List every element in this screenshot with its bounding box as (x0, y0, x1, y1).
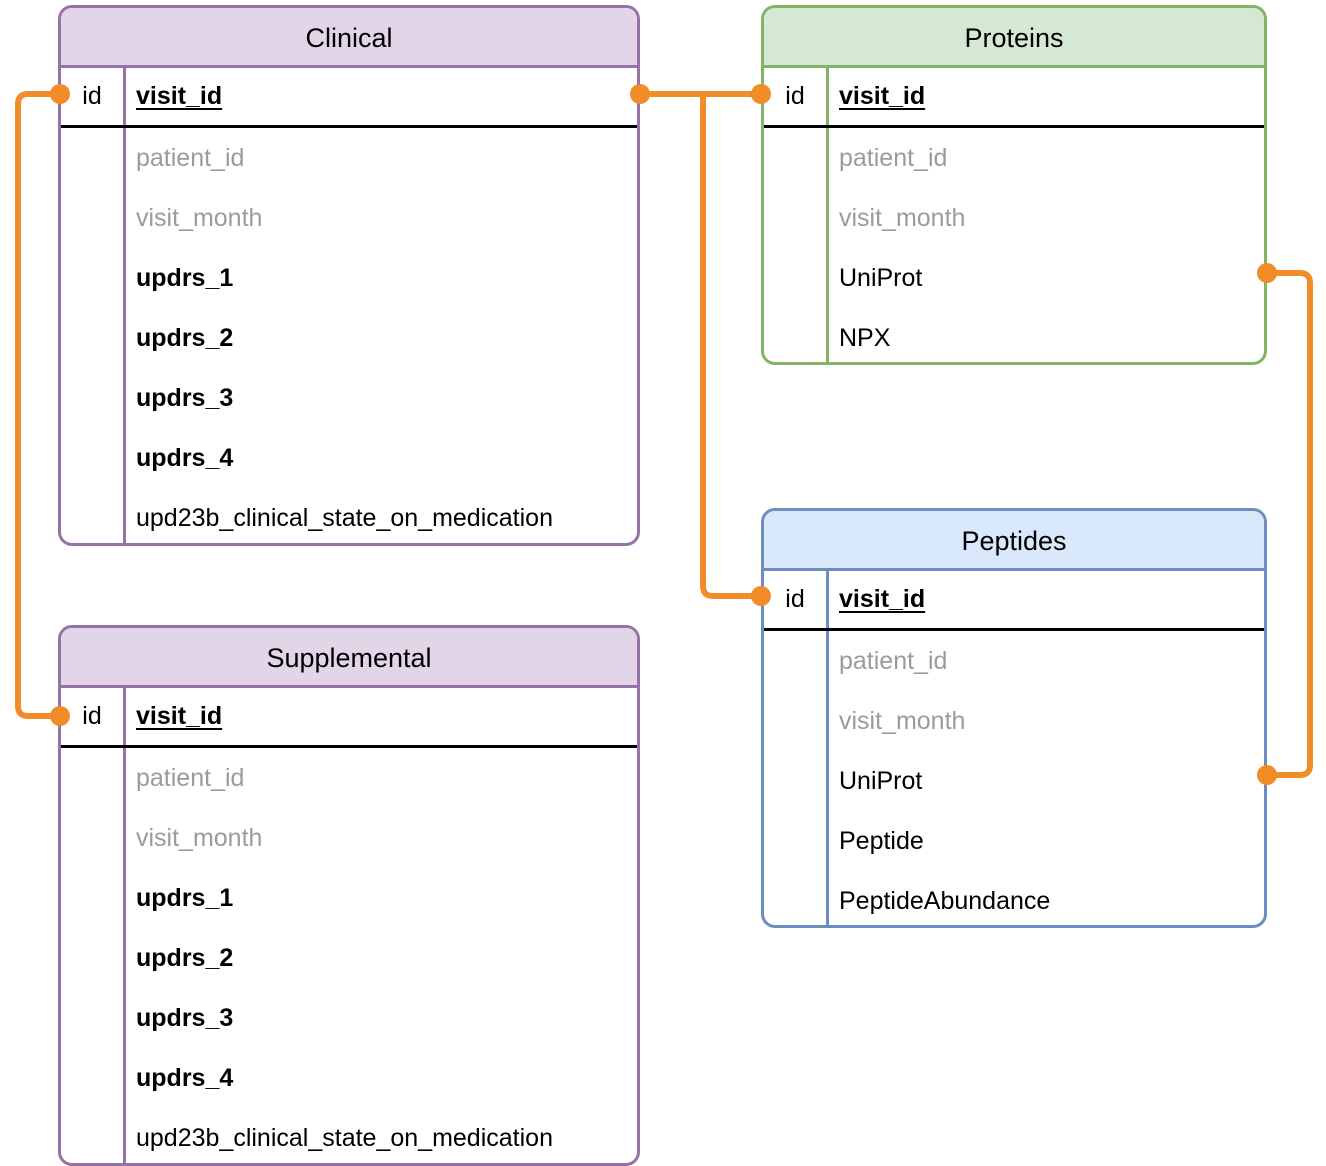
field-label: updrs_2 (136, 943, 234, 972)
entity-title-proteins: Proteins (764, 8, 1264, 68)
id-column-cell: id (785, 585, 805, 613)
field-label: patient_id (839, 646, 948, 675)
field-row-upd23b[interactable]: upd23b_clinical_state_on_medication (61, 1108, 637, 1163)
entity-title-clinical: Clinical (61, 8, 637, 68)
field-label: patient_id (136, 763, 245, 792)
entity-title-supplemental: Supplemental (61, 628, 637, 688)
field-list-clinical: id visit_id patient_id visit_month updrs… (61, 68, 637, 543)
entity-peptides[interactable]: Peptides id visit_id patient_id visit_mo… (761, 508, 1267, 928)
field-label: updrs_3 (136, 1003, 234, 1032)
field-row-updrs-2[interactable]: updrs_2 (61, 928, 637, 988)
field-row-visit-id[interactable]: id visit_id (764, 68, 1264, 128)
field-label: visit_month (136, 203, 263, 232)
field-row-updrs-4[interactable]: updrs_4 (61, 1048, 637, 1108)
field-row-visit-month[interactable]: visit_month (764, 188, 1264, 248)
field-label: updrs_4 (136, 443, 234, 472)
entity-supplemental[interactable]: Supplemental id visit_id patient_id visi… (58, 625, 640, 1166)
field-row-updrs-4[interactable]: updrs_4 (61, 428, 637, 488)
field-label: UniProt (839, 263, 923, 292)
field-row-upd23b[interactable]: upd23b_clinical_state_on_medication (61, 488, 637, 543)
field-row-visit-month[interactable]: visit_month (764, 691, 1264, 751)
field-label: visit_id (839, 585, 926, 613)
field-label: upd23b_clinical_state_on_medication (136, 1123, 553, 1152)
field-row-updrs-1[interactable]: updrs_1 (61, 248, 637, 308)
field-label: updrs_3 (136, 383, 234, 412)
field-row-visit-id[interactable]: id visit_id (764, 571, 1264, 631)
entity-proteins[interactable]: Proteins id visit_id patient_id visit_mo… (761, 5, 1267, 365)
field-row-patient-id[interactable]: patient_id (764, 128, 1264, 188)
field-list-peptides: id visit_id patient_id visit_month UniPr… (764, 571, 1264, 925)
field-label: NPX (839, 323, 891, 352)
field-label: visit_month (839, 203, 966, 232)
field-label: updrs_2 (136, 323, 234, 352)
entity-clinical[interactable]: Clinical id visit_id patient_id visit_mo… (58, 5, 640, 546)
field-label: visit_id (839, 82, 926, 110)
field-label: upd23b_clinical_state_on_medication (136, 503, 553, 532)
field-label: updrs_4 (136, 1063, 234, 1092)
field-label: updrs_1 (136, 883, 234, 912)
field-label: visit_month (136, 823, 263, 852)
connector-clinical-peptides (700, 94, 761, 599)
id-column-cell: id (785, 82, 805, 110)
entity-title-peptides: Peptides (764, 511, 1264, 571)
field-label: updrs_1 (136, 263, 234, 292)
connector-proteins-peptides (1267, 270, 1313, 778)
field-row-visit-month[interactable]: visit_month (61, 808, 637, 868)
field-row-updrs-3[interactable]: updrs_3 (61, 988, 637, 1048)
field-label: patient_id (839, 143, 948, 172)
connector-clinical-supplemental (15, 91, 60, 719)
field-row-peptide-abundance[interactable]: PeptideAbundance (764, 871, 1264, 925)
field-row-patient-id[interactable]: patient_id (764, 631, 1264, 691)
field-label: patient_id (136, 143, 245, 172)
field-label: Peptide (839, 826, 924, 855)
field-row-visit-id[interactable]: id visit_id (61, 68, 637, 128)
field-row-visit-id[interactable]: id visit_id (61, 688, 637, 748)
field-row-npx[interactable]: NPX (764, 308, 1264, 362)
field-label: PeptideAbundance (839, 886, 1051, 915)
field-row-updrs-1[interactable]: updrs_1 (61, 868, 637, 928)
field-label: UniProt (839, 766, 923, 795)
field-row-uniprot[interactable]: UniProt (764, 751, 1264, 811)
field-row-updrs-2[interactable]: updrs_2 (61, 308, 637, 368)
field-row-patient-id[interactable]: patient_id (61, 128, 637, 188)
id-column-cell: id (82, 82, 102, 110)
field-row-uniprot[interactable]: UniProt (764, 248, 1264, 308)
field-row-peptide[interactable]: Peptide (764, 811, 1264, 871)
field-label: visit_id (136, 702, 223, 730)
field-list-supplemental: id visit_id patient_id visit_month updrs… (61, 688, 637, 1163)
field-row-visit-month[interactable]: visit_month (61, 188, 637, 248)
field-label: visit_month (839, 706, 966, 735)
field-row-updrs-3[interactable]: updrs_3 (61, 368, 637, 428)
field-list-proteins: id visit_id patient_id visit_month UniPr… (764, 68, 1264, 362)
id-column-cell: id (82, 702, 102, 730)
field-label: visit_id (136, 82, 223, 110)
field-row-patient-id[interactable]: patient_id (61, 748, 637, 808)
